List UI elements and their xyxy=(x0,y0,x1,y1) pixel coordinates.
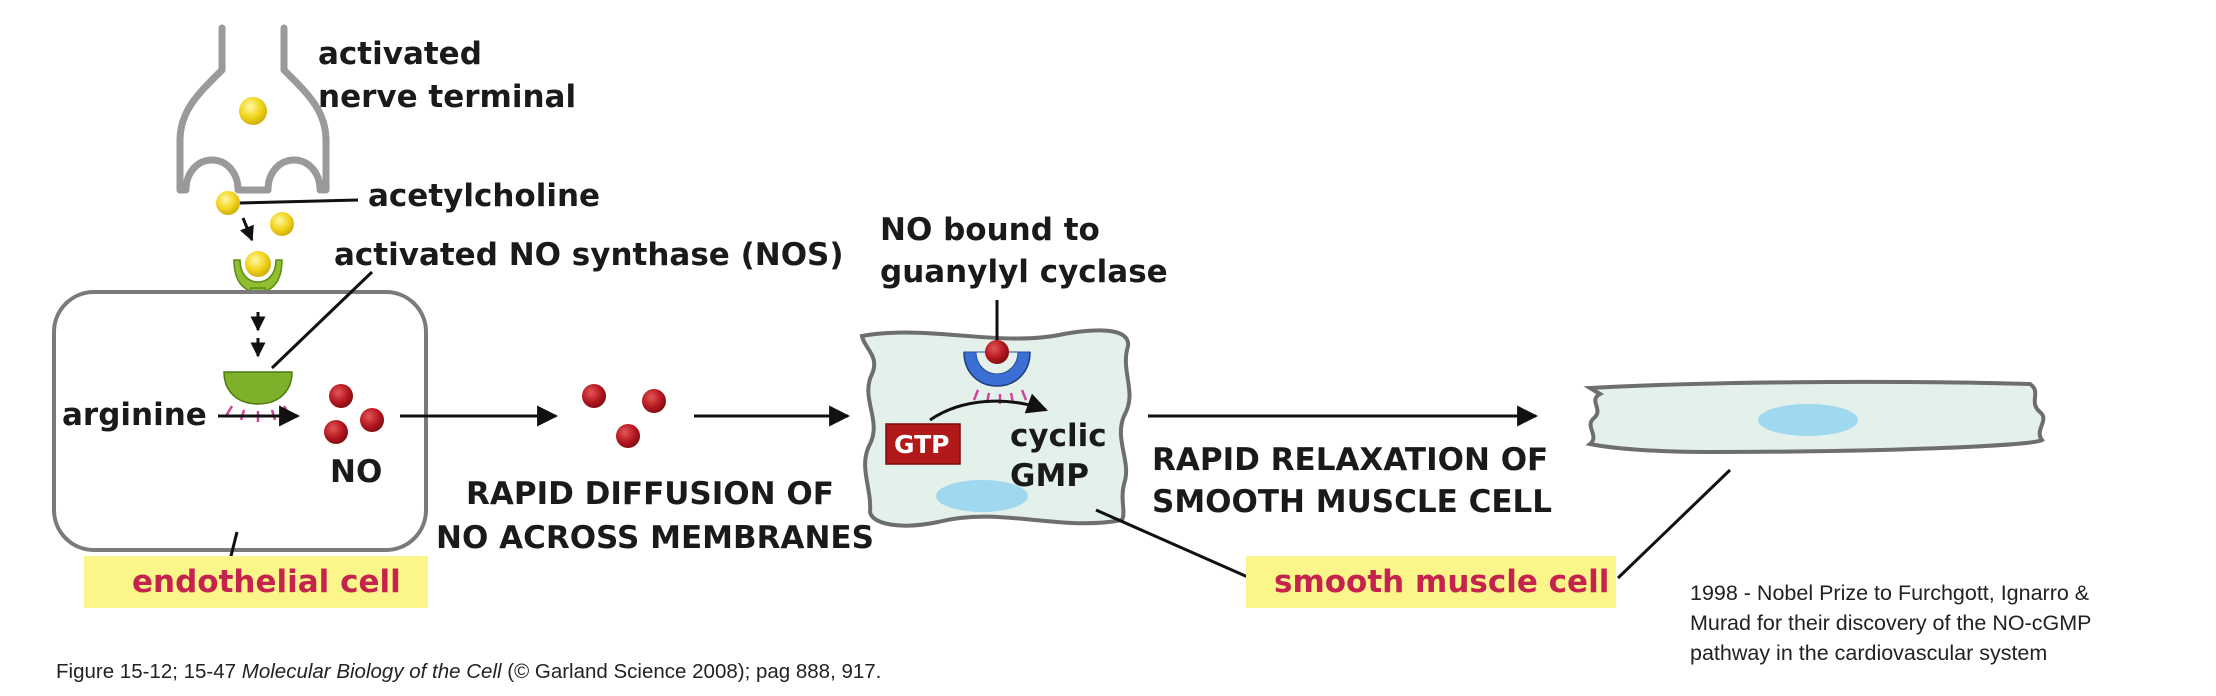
relaxation-caption-line2: SMOOTH MUSCLE CELL xyxy=(1152,484,1552,520)
cyclic-gmp-label-line1: cyclic xyxy=(1010,418,1107,454)
nobel-note-line1: 1998 - Nobel Prize to Furchgott, Ignarro… xyxy=(1690,581,2089,605)
smooth-muscle-cell-label-highlight xyxy=(1246,556,1616,608)
no-molecule xyxy=(616,424,640,448)
no-molecule xyxy=(329,384,353,408)
nerve-terminal-label-line1: activated xyxy=(318,36,482,72)
acetylcholine-label: acetylcholine xyxy=(368,178,600,214)
nerve-terminal-label-line2: nerve terminal xyxy=(318,79,576,115)
gtp-box xyxy=(885,423,961,465)
no-bound-label-line2: guanylyl cyclase xyxy=(880,254,1168,290)
endothelial-cell-pointer-line xyxy=(228,531,239,561)
cyclic-gmp-label-line2: GMP xyxy=(1010,458,1089,494)
no-molecule xyxy=(324,420,348,444)
nucleus xyxy=(936,480,1028,512)
diffusion-caption-line1: RAPID DIFFUSION OF xyxy=(466,476,834,512)
nobel-note-line3: pathway in the cardiovascular system xyxy=(1690,641,2047,665)
no-molecule xyxy=(642,389,666,413)
endothelial-cell xyxy=(52,290,428,552)
smooth-muscle-pointer-line-2 xyxy=(1616,468,1732,580)
no-bound-label-line1: NO bound to xyxy=(880,212,1100,248)
gtp-to-cgmp-arrow xyxy=(929,393,1048,422)
smooth-muscle-cell-label: smooth muscle cell xyxy=(1274,564,1609,600)
acetylcholine-molecule xyxy=(216,191,240,215)
relaxation-caption-line1: RAPID RELAXATION OF xyxy=(1152,442,1548,478)
no-molecule xyxy=(360,408,384,432)
acetylcholine-to-receptor-arrow xyxy=(239,217,254,242)
figure-caption-prefix: Figure 15-12; 15-47 xyxy=(56,660,242,683)
figure-caption-title: Molecular Biology of the Cell xyxy=(242,660,503,683)
acetylcholine-molecule xyxy=(270,212,294,236)
nerve-terminal xyxy=(176,24,330,194)
no-label: NO xyxy=(330,454,382,490)
nos-label: activated NO synthase (NOS) xyxy=(334,237,844,273)
no-molecule xyxy=(582,384,606,408)
endothelial-cell-label: endothelial cell xyxy=(132,564,401,600)
diffusion-caption-line2: NO ACROSS MEMBRANES xyxy=(436,520,874,556)
acetylcholine-pointer-line xyxy=(239,198,359,205)
figure-caption: Figure 15-12; 15-47 Molecular Biology of… xyxy=(56,660,881,683)
no-bound-molecule xyxy=(985,340,1009,364)
nobel-note-line2: Murad for their discovery of the NO-cGMP xyxy=(1690,611,2091,635)
gtp-label: GTP xyxy=(894,430,949,459)
vesicle-acetylcholine xyxy=(239,97,267,125)
arginine-label: arginine xyxy=(62,397,207,433)
figure-caption-suffix: (© Garland Science 2008); pag 888, 917. xyxy=(502,660,882,683)
nucleus xyxy=(1758,404,1858,436)
nos-pointer-line xyxy=(270,270,374,370)
smooth-muscle-pointer-line-1 xyxy=(1095,508,1251,580)
endothelial-cell-label-highlight xyxy=(84,556,428,608)
